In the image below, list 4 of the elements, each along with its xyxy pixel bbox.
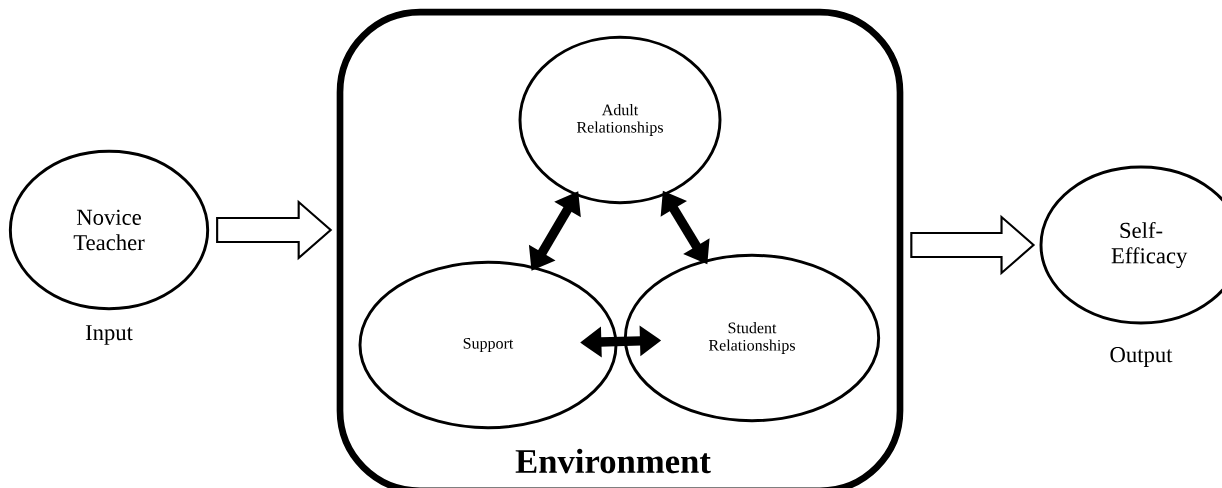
- block-arrow: [216, 199, 333, 261]
- block-arrow: [910, 214, 1036, 276]
- node-caption: Input: [85, 325, 133, 345]
- node-caption: Output: [1110, 347, 1173, 367]
